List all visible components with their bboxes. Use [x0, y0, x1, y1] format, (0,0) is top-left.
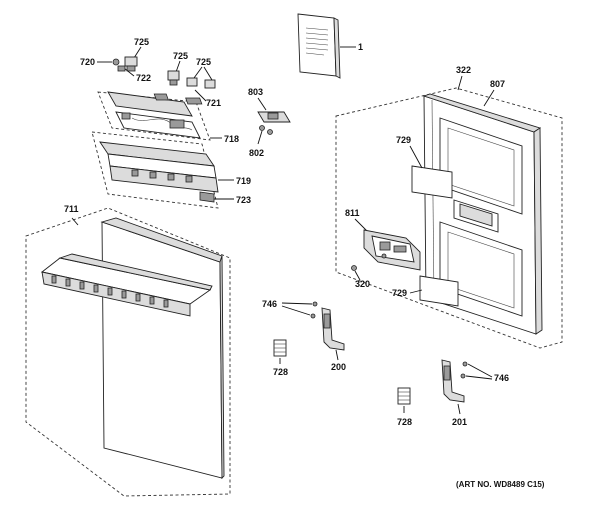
part-201-right-hinge: 746 201: [441, 359, 509, 427]
part-200-left-hinge: 746 200: [262, 299, 346, 372]
part-729-labels: 729 729: [392, 135, 459, 307]
label-720: 720: [80, 57, 95, 67]
label-807: 807: [490, 79, 505, 89]
label-725-a: 725: [134, 37, 149, 47]
label-322: 322: [456, 65, 471, 75]
label-729-a: 729: [396, 135, 411, 145]
label-728-a: 728: [273, 367, 288, 377]
part-720-722-725-switches: 725 720 722 725 725 721: [80, 37, 221, 108]
label-201: 201: [452, 417, 467, 427]
label-320: 320: [355, 279, 370, 289]
trim-ribs: [51, 275, 169, 308]
label-746-a: 746: [262, 299, 277, 309]
label-811: 811: [345, 208, 360, 218]
label-725-b: 725: [173, 51, 188, 61]
label-725-c: 725: [196, 57, 211, 67]
part-711-outer-door: 711: [25, 204, 231, 497]
part-728-spring-left: 728: [273, 339, 288, 377]
part-803-bracket: 803 802: [248, 87, 291, 158]
label-728-b: 728: [397, 417, 412, 427]
part-718-control-board: 718: [97, 91, 239, 144]
label-803: 803: [248, 87, 263, 97]
label-722: 722: [136, 73, 151, 83]
label-721: 721: [206, 98, 221, 108]
label-802: 802: [249, 148, 264, 158]
label-1: 1: [358, 42, 363, 52]
part-807-inner-door: 322 807: [335, 65, 563, 349]
label-746-b: 746: [494, 373, 509, 383]
part-719-control-panel: 719 723: [91, 131, 251, 209]
label-711: 711: [64, 204, 79, 214]
label-729-b: 729: [392, 288, 407, 298]
part-811-dispenser: 811 320: [345, 208, 421, 289]
label-719: 719: [236, 176, 251, 186]
label-718: 718: [224, 134, 239, 144]
label-200: 200: [331, 362, 346, 372]
art-number: (ART NO. WD8489 C15): [456, 480, 545, 489]
part-728-spring-right: 728: [397, 387, 412, 427]
label-723: 723: [236, 195, 251, 205]
part-1-literature: 1: [297, 13, 363, 79]
